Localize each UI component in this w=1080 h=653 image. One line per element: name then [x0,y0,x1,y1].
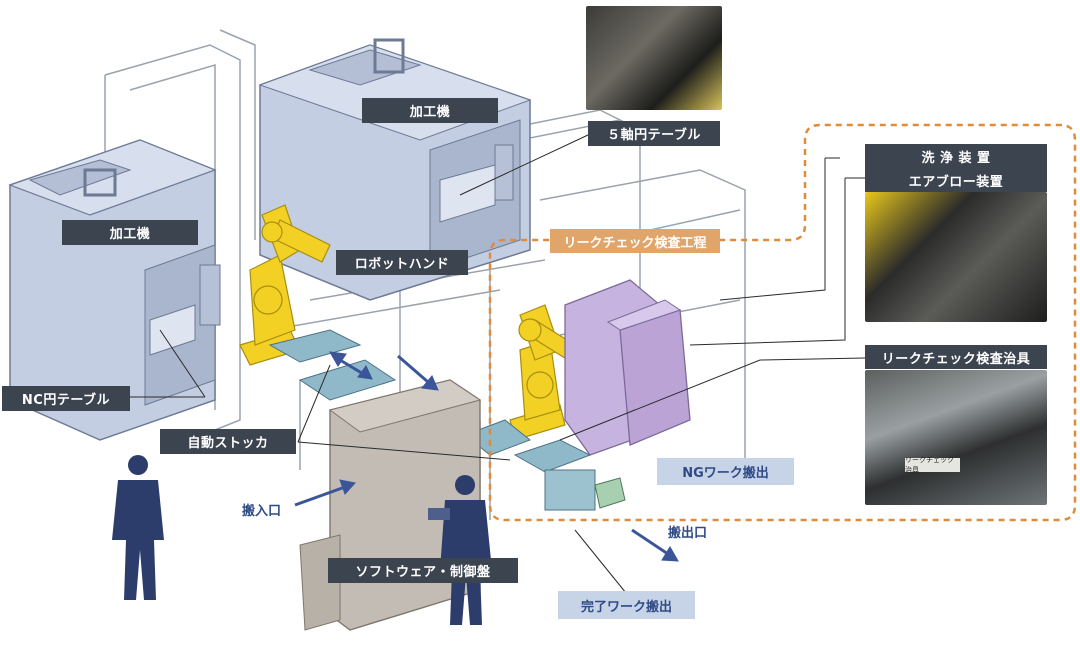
label-leak-process: リークチェック検査工程 [550,229,720,253]
label-auto-stocker: 自動ストッカ [160,429,296,454]
label-robot-hand-text: ロボットハンド [354,257,450,272]
label-air-blow-text: エアブロー装置 [908,174,1004,190]
label-auto-stocker-text: 自動ストッカ [187,436,269,451]
label-machine-right-text: 加工機 [409,105,451,120]
label-exit-text: 搬出口 [668,526,708,541]
label-ng-out: NGワーク搬出 [657,458,794,485]
leader-lines [130,134,866,594]
label-done-out: 完了ワーク搬出 [558,591,695,619]
jig-plate-text: リークチェック治具 [905,456,954,474]
label-leak-process-text: リークチェック検査工程 [563,235,707,251]
label-software-panel-text: ソフトウェア・制御盤 [355,565,491,580]
flow-arrows [294,351,679,562]
leak-jig-photo: リークチェック治具 [865,370,1047,505]
label-entry-text: 搬入口 [242,504,282,519]
rotary-table-photo [586,6,722,110]
label-entry: 搬入口 [242,500,281,519]
label-ng-out-text: NGワーク搬出 [682,466,769,481]
label-air-blow: エアブロー装置 [865,168,1047,192]
robot-right [509,304,576,441]
wash-unit [564,279,691,456]
label-leak-jig: リークチェック検査治具 [865,345,1047,369]
label-rotary-table: ５軸円テーブル [588,121,720,146]
label-rotary-table-text: ５軸円テーブル [607,128,701,143]
air-blow-photo [865,192,1047,322]
jig-plate: リークチェック治具 [905,456,960,474]
label-robot-hand: ロボットハンド [336,250,468,275]
label-nc-table-text: NC円テーブル [21,393,111,408]
robot-left [239,204,331,366]
trays [268,329,626,511]
label-washer-text: 洗 浄 装 置 [921,150,991,166]
label-machine-right: 加工機 [362,98,498,123]
label-leak-jig-text: リークチェック検査治具 [881,351,1031,367]
label-exit: 搬出口 [668,522,707,541]
label-software-panel: ソフトウェア・制御盤 [328,558,518,583]
left-machine [8,139,221,441]
label-machine-left: 加工機 [62,220,198,245]
label-washer: 洗 浄 装 置 [865,144,1047,168]
label-machine-left-text: 加工機 [109,227,151,242]
person-left [112,455,164,600]
label-nc-table: NC円テーブル [2,386,130,411]
label-done-out-text: 完了ワーク搬出 [580,599,672,615]
